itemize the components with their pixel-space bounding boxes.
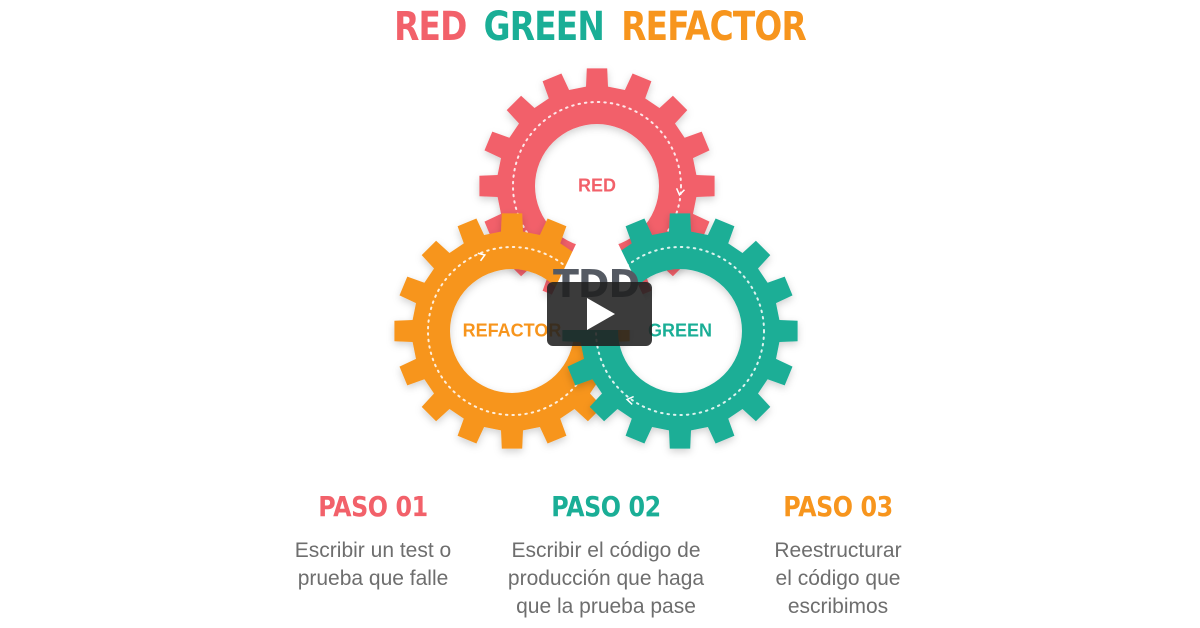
direction-arrow-icon (625, 395, 634, 406)
step-title: PASO 02 (551, 490, 661, 523)
step-1: PASO 01 Escribir un test o prueba que fa… (243, 490, 503, 593)
step-description: Reestructurar el código que escribimos (708, 537, 968, 621)
step-description: Escribir un test o prueba que falle (243, 537, 503, 593)
step-description-line: escribimos (787, 595, 889, 618)
direction-arrow-icon (477, 252, 487, 262)
step-2: PASO 02 Escribir el código de producción… (476, 490, 736, 621)
step-description-line: que la prueba pase (516, 595, 696, 618)
step-description-line: Reestructurar (774, 539, 902, 562)
step-description-line: Escribir un test o (294, 539, 452, 562)
gear-label-refactor: REFACTOR (462, 320, 562, 341)
gear-label-red: RED (577, 175, 617, 196)
title-word-green: GREEN (483, 4, 605, 50)
step-description-line: prueba que falle (297, 567, 449, 590)
step-description-line: el código que (775, 567, 901, 590)
gear-label-green: GREEN (647, 320, 713, 341)
step-title: PASO 03 (783, 490, 893, 523)
step-description-line: producción que haga (507, 567, 705, 590)
step-description-line: Escribir el código de (511, 539, 701, 562)
title-word-red: RED (394, 4, 467, 50)
title-word-refactor: REFACTOR (621, 4, 807, 50)
video-play-button[interactable] (547, 282, 652, 346)
play-icon[interactable] (587, 298, 615, 330)
page-title: RED GREEN REFACTOR (108, 4, 1092, 50)
step-title: PASO 01 (318, 490, 428, 523)
direction-arrow-icon (675, 188, 686, 197)
step-3: PASO 03 Reestructurar el código que escr… (708, 490, 968, 621)
step-description: Escribir el código de producción que hag… (476, 537, 736, 621)
